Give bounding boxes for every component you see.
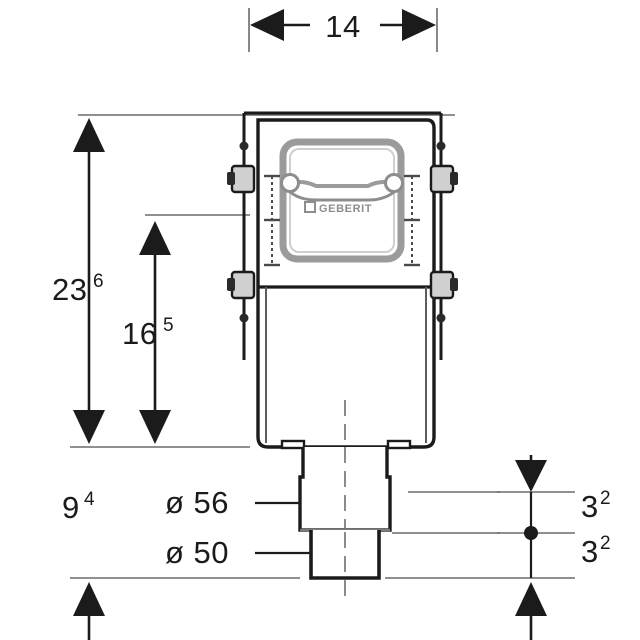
- bracket-right-upper-pin-icon: [450, 172, 458, 185]
- dimension-total-height-label: 23: [52, 272, 87, 307]
- outlet-lower-section: [309, 530, 381, 580]
- dimension-left-offset: 9 4: [62, 489, 95, 525]
- bracket-left-upper: [230, 164, 256, 194]
- leader-outlet-small: ø 50: [165, 535, 325, 570]
- witness-lines: [70, 8, 575, 579]
- rail-stud-right-bottom-icon: [436, 313, 446, 323]
- rail-stud-right-top-icon: [436, 141, 446, 151]
- bracket-left-lower: [230, 270, 256, 300]
- dimension-outlet-large-label: ø 56: [165, 485, 229, 520]
- panel-lower-lip: [289, 190, 395, 202]
- bottom-tab-left: [280, 439, 306, 450]
- arrow-down-icon: [515, 460, 547, 492]
- dimension-right-stack: 3 2 3 2: [515, 455, 611, 578]
- dimension-inner-height-label: 16: [122, 316, 157, 351]
- internal-dimension-right: [404, 174, 420, 267]
- internal-dimension-left: [264, 174, 280, 267]
- brand-wordmark: GEBERIT: [319, 203, 372, 215]
- outlet-pipe: [298, 447, 392, 580]
- bracket-right-lower: [429, 270, 455, 300]
- arrow-right-icon: [402, 9, 436, 41]
- dimension-top-width: 14: [250, 9, 436, 44]
- arrow-down-icon: [73, 410, 105, 444]
- dimension-right-lower-superscript: 2: [600, 533, 611, 554]
- inspection-panel: GEBERIT: [279, 138, 405, 263]
- dimension-right-upper-label: 3: [581, 489, 599, 524]
- dimension-left-offset-label: 9: [62, 490, 80, 525]
- bottom-tab-right: [386, 439, 412, 450]
- dimension-left-offset-superscript: 4: [84, 489, 95, 510]
- leader-outlet-large: ø 56: [165, 485, 321, 520]
- dimension-right-upper-superscript: 2: [600, 488, 611, 509]
- dimension-top-width-label: 14: [325, 9, 360, 44]
- brand-square-mark-icon: [304, 201, 316, 213]
- arrow-up-icon: [139, 221, 171, 255]
- mounting-brackets: [227, 141, 458, 323]
- rail-stud-left-top-icon: [239, 141, 249, 151]
- panel-pivot-right-icon: [384, 173, 404, 193]
- dimension-inner-height: 16 5: [122, 221, 174, 444]
- dimension-inner-height-superscript: 5: [163, 315, 174, 336]
- dimension-outlet-small-label: ø 50: [165, 535, 229, 570]
- dimension-total-height-superscript: 6: [93, 271, 104, 292]
- arrow-up-icon: [73, 118, 105, 152]
- dimension-right-lower-label: 3: [581, 534, 599, 569]
- bracket-left-lower-pin-icon: [227, 278, 235, 291]
- dimension-bottom-baseline: [73, 582, 547, 640]
- bracket-left-upper-pin-icon: [227, 172, 235, 185]
- arrow-left-icon: [250, 9, 284, 41]
- rail-stud-left-bottom-icon: [239, 313, 249, 323]
- dimension-total-height: 23 6: [52, 118, 105, 444]
- arrow-up-icon: [73, 582, 105, 616]
- arrow-down-icon: [139, 410, 171, 444]
- arrow-up-icon: [515, 582, 547, 616]
- bracket-right-upper: [429, 164, 455, 194]
- bracket-right-lower-pin-icon: [450, 278, 458, 291]
- panel-pivot-left-icon: [280, 173, 300, 193]
